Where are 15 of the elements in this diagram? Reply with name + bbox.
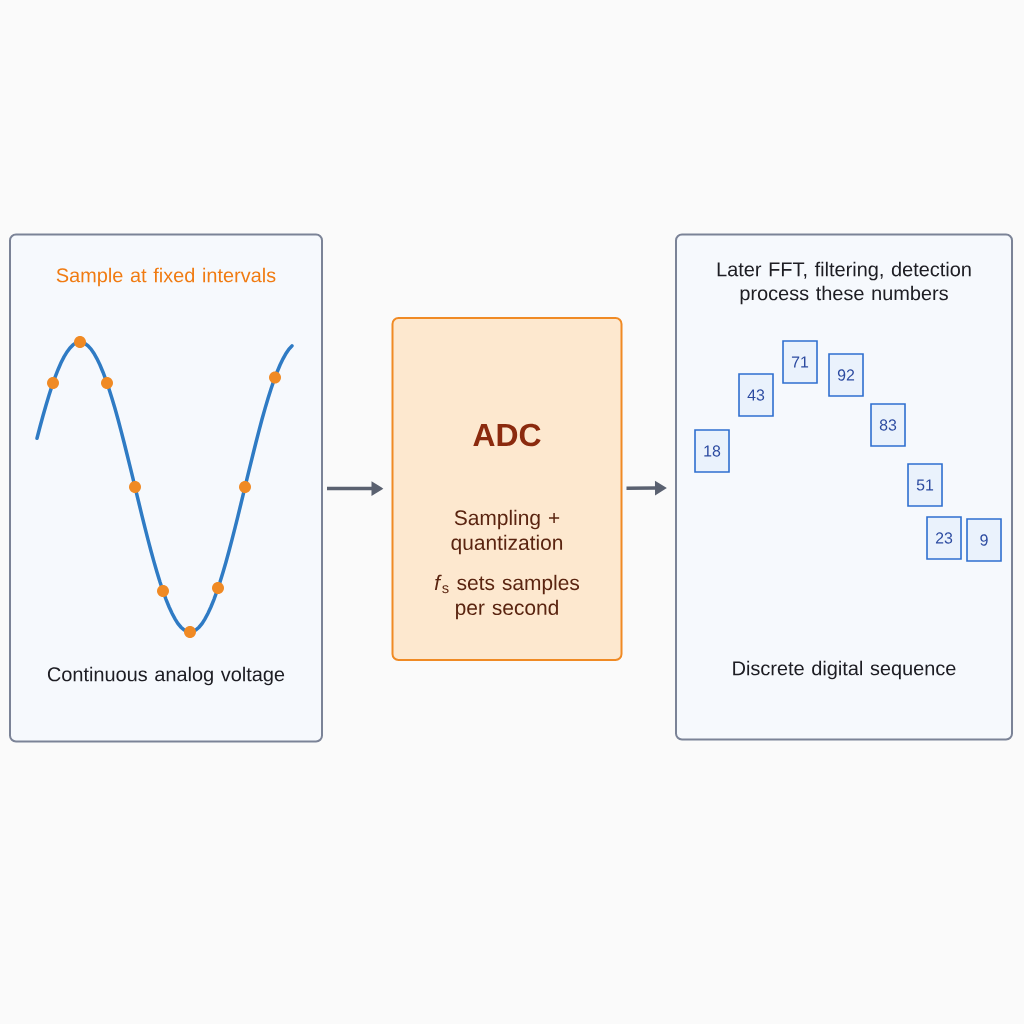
body-text: Sampling + quantization [451,509,563,555]
number-box: 83 [870,403,906,447]
number-box: 43 [738,373,774,417]
body-text: f$_{s}$ sets samples per second [434,574,580,620]
number-box: 71 [782,340,818,384]
number-box: 18 [694,429,730,473]
number-box: 92 [828,353,864,397]
panel-label: Continuous analog voltage [47,666,285,686]
heading: Sample at fixed intervals [56,267,276,287]
number-box: 51 [907,463,943,507]
number-box: 9 [966,518,1002,562]
heading: Later FFT, filtering, detection process these numbers [717,261,971,305]
number-box: 23 [926,516,962,560]
panel-label: Discrete digital sequence [733,660,956,680]
title: ADC [473,423,541,447]
